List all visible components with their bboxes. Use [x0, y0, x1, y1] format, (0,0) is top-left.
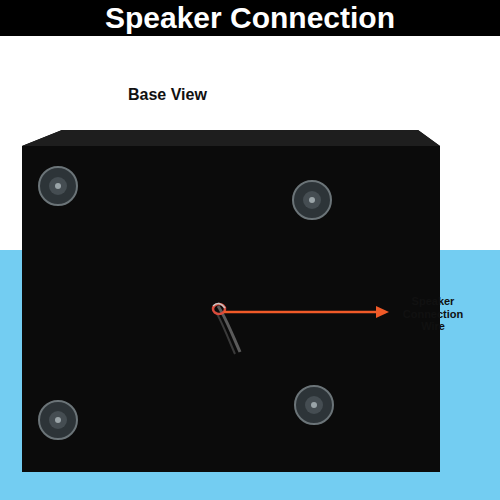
- speaker-top-edge: [22, 130, 440, 146]
- page-title: Speaker Connection: [0, 0, 500, 36]
- leader-arrow: [224, 306, 389, 318]
- view-label: Base View: [128, 86, 268, 104]
- speaker-feet: [39, 167, 333, 439]
- callout-label: Speaker Connection Wire: [394, 295, 472, 333]
- title-band: [0, 0, 500, 36]
- speaker-base: [22, 130, 440, 472]
